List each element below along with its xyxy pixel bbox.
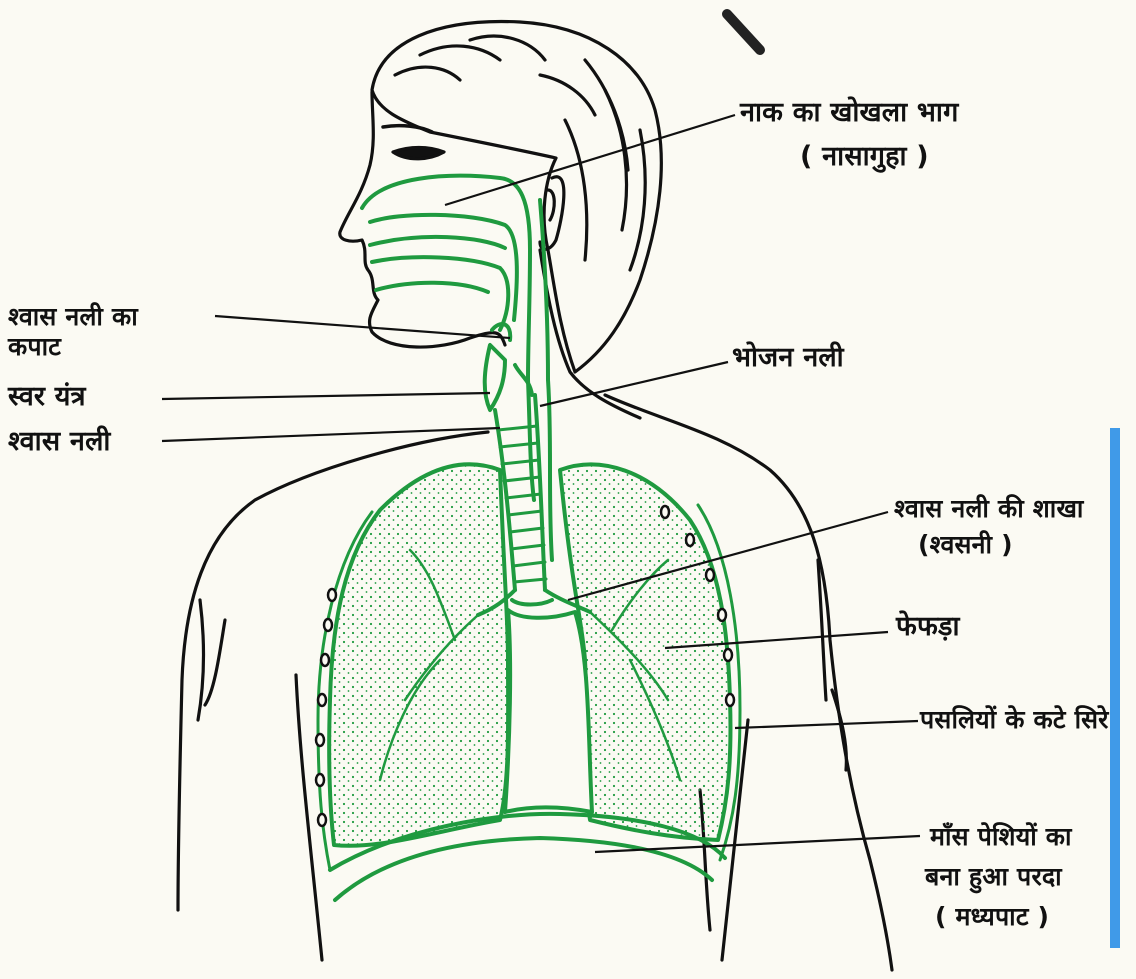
label-lung: फेफड़ा <box>896 612 960 642</box>
label-bronchus: श्वास नली की शाखा <box>894 494 1084 524</box>
eye <box>393 148 444 159</box>
label-epiglottis-sub: कपाट <box>8 332 61 362</box>
label-larynx: स्वर यंत्र <box>8 382 86 412</box>
label-nasal-cavity: नाक का खोखला भाग <box>740 98 958 128</box>
page-edge <box>1110 428 1120 948</box>
label-epiglottis: श्वास नली का <box>8 302 138 332</box>
label-esophagus: भोजन नली <box>732 343 844 373</box>
larynx <box>485 345 505 410</box>
hair <box>372 22 661 372</box>
pencil-mark <box>727 14 760 50</box>
label-trachea: श्वास नली <box>8 427 111 457</box>
label-diaphragm-sub: बना हुआ परदा <box>925 862 1062 892</box>
label-nasal-cavity-sub: ( नासागुहा ) <box>800 142 929 172</box>
respiratory-organs <box>318 176 740 900</box>
lung-left <box>329 464 508 845</box>
label-bronchus-sub: (श्वसनी ) <box>918 530 1013 560</box>
label-diaphragm: माँस पेशियों का <box>930 822 1072 852</box>
heart-space <box>505 610 592 812</box>
label-diaphragm-sub2: ( मध्यपाट ) <box>935 902 1049 932</box>
label-ribs: पसलियों के कटे सिरे <box>920 705 1109 735</box>
